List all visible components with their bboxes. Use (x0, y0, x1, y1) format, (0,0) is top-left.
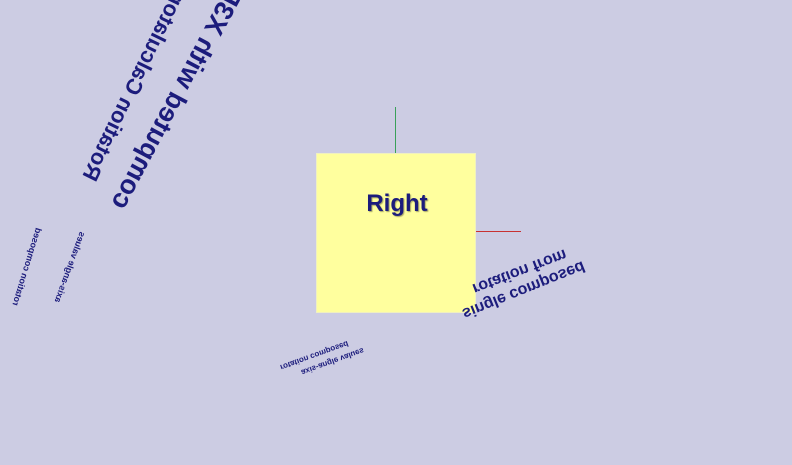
mirrored-left-caption-2: axis-angle values (52, 230, 88, 304)
mirrored-left-caption-1: rotation composed (10, 226, 44, 307)
x-axis-line (476, 231, 521, 232)
face-label: Right (366, 190, 428, 217)
viewpoint-face-box[interactable]: Right (316, 153, 476, 313)
y-axis-line (395, 107, 396, 153)
